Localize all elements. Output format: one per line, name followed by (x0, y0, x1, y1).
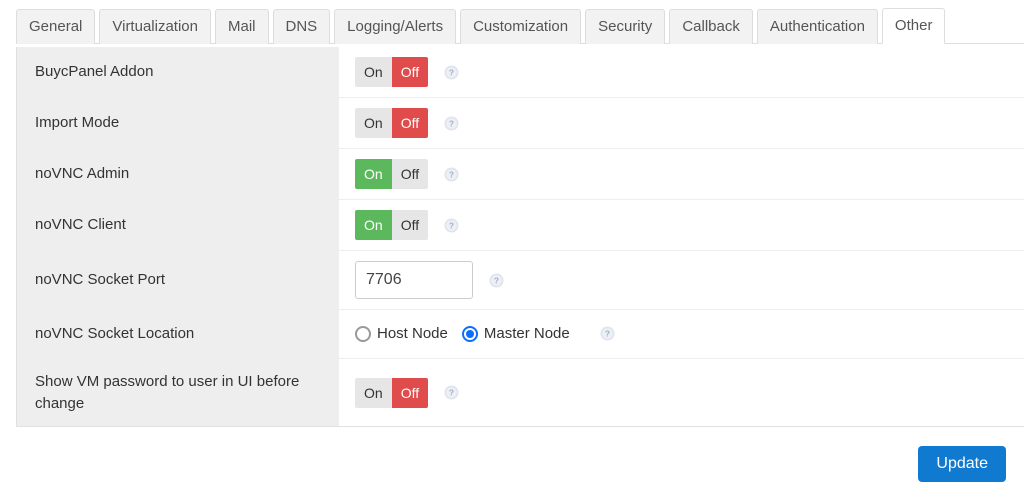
radio-checked-icon[interactable] (461, 325, 478, 342)
input-novnc-socket-port[interactable] (355, 261, 473, 299)
setting-control-cell: ? (339, 251, 1024, 309)
tab-virtualization[interactable]: Virtualization (99, 9, 211, 44)
tab-authentication[interactable]: Authentication (756, 9, 878, 44)
radio-group-novnc-socket-location: Host Node Master Node (355, 325, 584, 342)
help-circle-icon[interactable]: ? (444, 115, 459, 131)
tab-security[interactable]: Security (585, 9, 666, 44)
help-circle-icon[interactable]: ? (444, 166, 459, 182)
help-circle-icon[interactable]: ? (444, 217, 459, 233)
toggle-off-segment[interactable]: Off (391, 159, 429, 189)
update-button[interactable]: Update (918, 446, 1006, 482)
toggle-on-segment[interactable]: On (355, 108, 392, 138)
setting-label: BuycPanel Addon (17, 47, 339, 97)
toggle-on-segment[interactable]: On (355, 57, 392, 87)
svg-text:?: ? (605, 329, 610, 339)
toggle-on-segment[interactable]: On (355, 210, 392, 240)
help-circle-icon[interactable]: ? (600, 326, 615, 341)
setting-label: noVNC Admin (17, 149, 339, 199)
tab-dns[interactable]: DNS (272, 9, 331, 44)
tab-logging-alerts[interactable]: Logging/Alerts (334, 9, 457, 44)
help-circle-icon[interactable]: ? (444, 64, 459, 80)
toggle-on-segment[interactable]: On (355, 377, 392, 408)
radio-option-label: Master Node (483, 325, 570, 343)
setting-label: noVNC Socket Location (17, 310, 339, 358)
toggle-off-segment[interactable]: Off (391, 377, 429, 408)
svg-text:?: ? (449, 388, 454, 398)
settings-row: noVNC Socket Port? (17, 250, 1024, 309)
svg-text:?: ? (449, 67, 454, 77)
setting-label: Import Mode (17, 98, 339, 148)
radio-unchecked-icon[interactable] (355, 325, 371, 342)
setting-label: noVNC Socket Port (17, 251, 339, 309)
toggle-off-segment[interactable]: Off (391, 108, 429, 138)
settings-row: noVNC Socket Location Host Node Master Nod… (17, 309, 1024, 358)
toggle-off-segment[interactable]: Off (391, 210, 429, 240)
setting-label: noVNC Client (17, 200, 339, 250)
setting-control-cell: Host Node Master Node? (339, 310, 1024, 358)
radio-option-label: Host Node (377, 325, 448, 343)
tab-mail[interactable]: Mail (214, 9, 269, 44)
setting-label: Show VM password to user in UI before ch… (17, 358, 339, 427)
radio-option-host-node[interactable]: Host Node (355, 325, 448, 342)
radio-option-master-node[interactable]: Master Node (461, 325, 570, 343)
svg-text:?: ? (494, 275, 499, 285)
help-circle-icon[interactable]: ? (444, 385, 459, 400)
svg-text:?: ? (449, 220, 454, 230)
help-circle-icon[interactable]: ? (489, 272, 504, 288)
svg-text:?: ? (449, 169, 454, 179)
settings-row: Show VM password to user in UI before ch… (17, 357, 1024, 427)
tab-callback[interactable]: Callback (669, 9, 753, 44)
svg-text:?: ? (449, 118, 454, 128)
tab-customization[interactable]: Customization (460, 9, 582, 44)
tab-general[interactable]: General (16, 9, 96, 44)
toggle-off-segment[interactable]: Off (391, 57, 429, 87)
tab-other[interactable]: Other (881, 8, 946, 44)
toggle-on-segment[interactable]: On (355, 159, 392, 189)
